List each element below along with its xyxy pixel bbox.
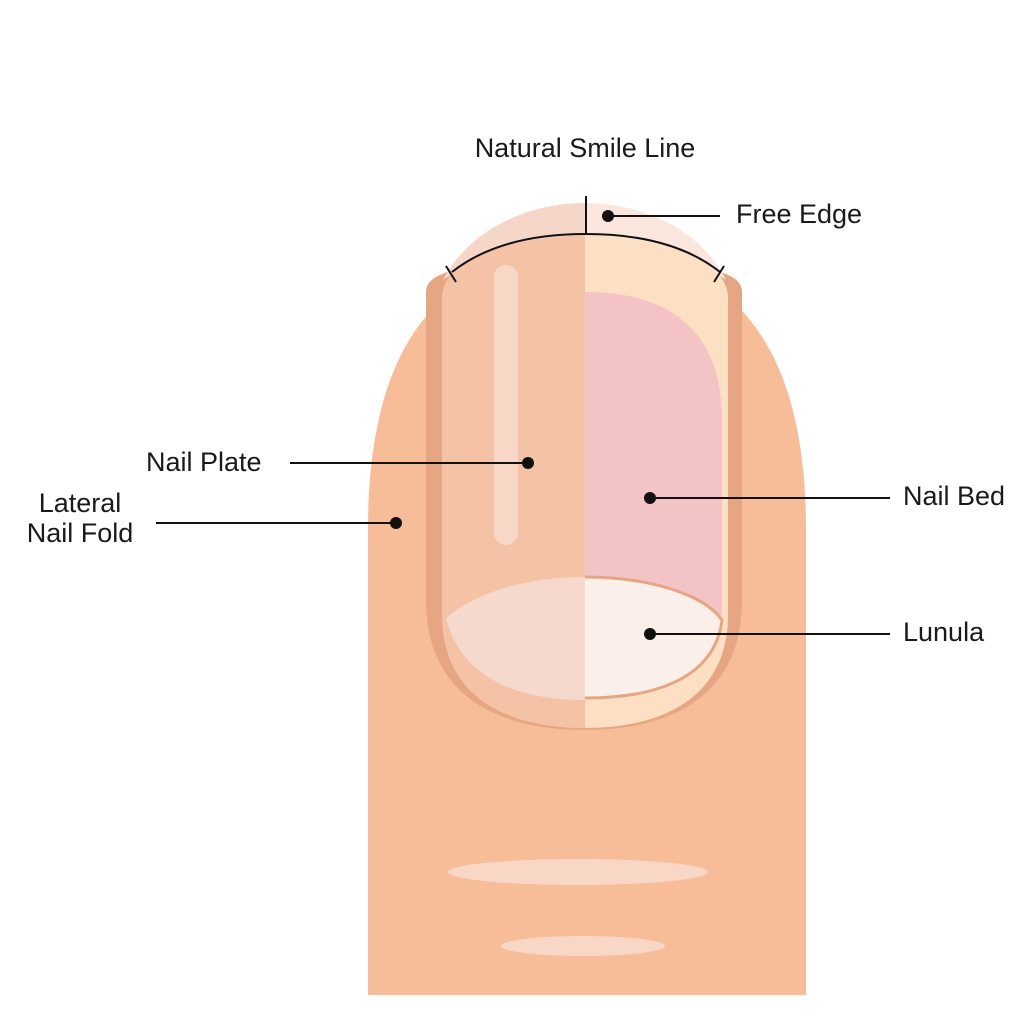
label-nail-plate: Nail Plate [146,447,262,477]
knuckle-crease-lower [501,936,665,956]
smile-line-tick-right [713,265,725,283]
label-natural-smile-line: Natural Smile Line [475,133,696,163]
nail-bed-dot [644,492,656,504]
label-lateral-nail-fold-2: Nail Fold [27,518,134,548]
label-lunula: Lunula [903,617,985,647]
lunula-left [446,577,585,700]
smile-line-tick-left [445,265,457,283]
label-lateral-nail-fold-1: Lateral [39,488,122,518]
nail-plate-dot [522,457,534,469]
label-free-edge: Free Edge [736,199,862,229]
label-nail-bed: Nail Bed [903,481,1005,511]
free-edge-dot [602,210,614,222]
lunula-dot [644,628,656,640]
nail-bed [585,292,722,615]
lateral-fold-dot [390,517,402,529]
nail-plate-highlight [494,265,518,545]
knuckle-crease-upper [448,859,708,885]
lunula-outline [584,575,724,700]
